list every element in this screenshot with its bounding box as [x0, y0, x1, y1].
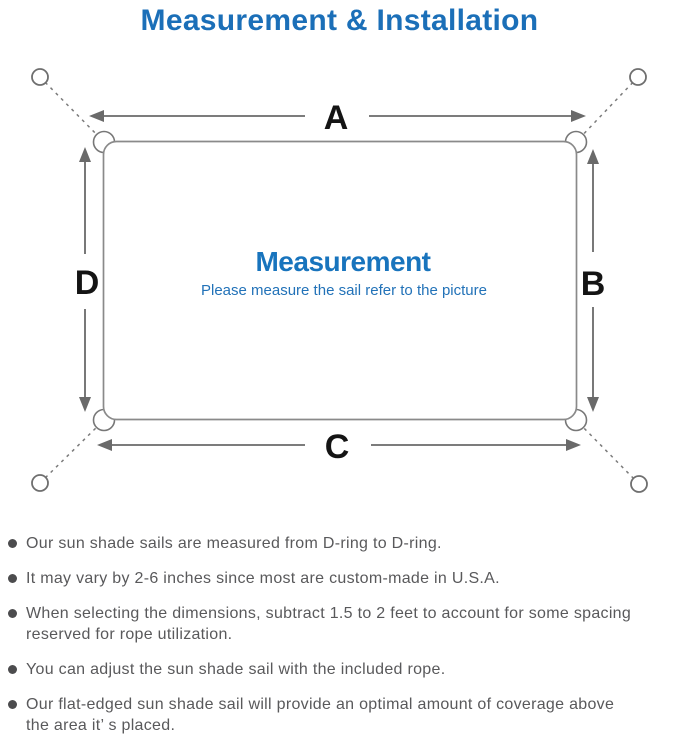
note-item: It may vary by 2-6 inches since most are…: [8, 568, 675, 589]
measurement-diagram: A C D B Measurement Please measure the s…: [31, 68, 648, 493]
arrowhead-icon: [566, 439, 581, 451]
dimension-label-c: C: [325, 428, 350, 466]
arrowhead-icon: [587, 149, 599, 164]
arrowhead-icon: [79, 147, 91, 162]
arrowhead-icon: [79, 397, 91, 412]
arrowhead-icon: [587, 397, 599, 412]
note-text: Our sun shade sails are measured from D-…: [26, 535, 442, 552]
note-item: You can adjust the sun shade sail with t…: [8, 659, 675, 680]
tether-line-bottom-right: [575, 419, 640, 485]
bullet-icon: [8, 665, 17, 674]
bullet-icon: [8, 574, 17, 583]
dimension-arrow-c: [97, 439, 581, 451]
note-text: It may vary by 2-6 inches since most are…: [26, 570, 500, 587]
bullet-icon: [8, 539, 17, 548]
dimension-arrow-a: [89, 110, 586, 122]
notes-list: Our sun shade sails are measured from D-…: [0, 500, 679, 736]
sail-outline: [102, 140, 578, 421]
dimension-arrow-d: [79, 147, 91, 412]
tether-line-top-left: [39, 76, 105, 143]
arrowhead-icon: [97, 439, 112, 451]
note-text: Our flat-edged sun shade sail will provi…: [26, 696, 615, 734]
tether-line-bottom-left: [39, 419, 105, 484]
anchor-point-icon-top-right: [629, 68, 647, 86]
diagram-center-title: Measurement: [255, 246, 430, 277]
anchor-point-icon-bottom-left: [31, 474, 49, 492]
dimension-arrow-b: [587, 149, 599, 412]
note-item: Our sun shade sails are measured from D-…: [8, 533, 675, 554]
arrowhead-icon: [571, 110, 586, 122]
arrowhead-icon: [89, 110, 104, 122]
dimension-label-b: B: [581, 265, 606, 303]
tether-line-top-right: [575, 76, 639, 143]
note-text: When selecting the dimensions, subtract …: [26, 605, 632, 643]
bullet-icon: [8, 609, 17, 618]
note-item: Our flat-edged sun shade sail will provi…: [8, 694, 675, 736]
note-text: You can adjust the sun shade sail with t…: [26, 661, 446, 678]
anchor-point-icon-bottom-right: [630, 475, 648, 493]
note-item: When selecting the dimensions, subtract …: [8, 603, 675, 645]
bullet-icon: [8, 700, 17, 709]
anchor-point-icon-top-left: [31, 68, 49, 86]
diagram-center-subtitle: Please measure the sail refer to the pic…: [201, 282, 487, 299]
dimension-label-d: D: [75, 264, 100, 302]
dimension-label-a: A: [324, 99, 349, 137]
page-title: Measurement & Installation: [140, 4, 539, 37]
